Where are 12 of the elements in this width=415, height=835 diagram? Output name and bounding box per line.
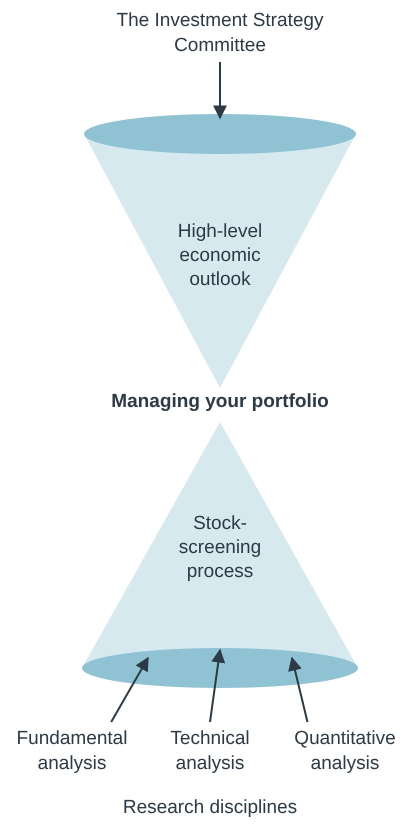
text-label: The Investment Strategy Committee <box>116 9 324 58</box>
text-label: Quantitative analysis <box>293 727 397 776</box>
arrow <box>209 648 226 722</box>
text-label: Fundamental analysis <box>16 727 128 776</box>
arrow <box>213 62 227 120</box>
arrow <box>288 656 308 722</box>
text-label: Technical analysis <box>169 727 251 776</box>
footer-label: Research disciplines <box>122 796 298 820</box>
center-heading: Managing your portfolio <box>110 390 330 414</box>
arrow <box>110 656 149 722</box>
shape-label: High-level economic outlook <box>176 220 264 292</box>
shape-label: Stock-screening process <box>178 512 262 584</box>
